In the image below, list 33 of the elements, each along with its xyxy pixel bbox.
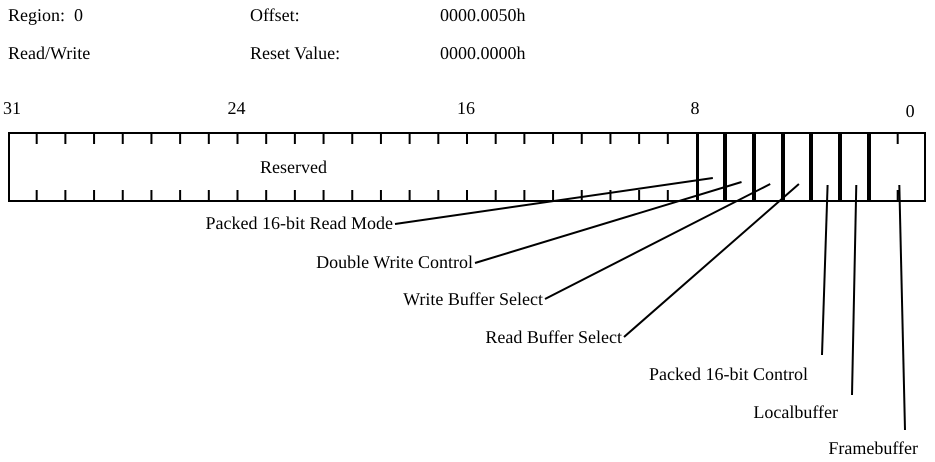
register-info: 0000.0000h	[440, 42, 526, 64]
field-label: Localbuffer	[753, 401, 838, 423]
bit-field	[840, 132, 869, 202]
leader-line	[394, 177, 713, 225]
field-label: Double Write Control	[316, 251, 473, 273]
field-label: Read Buffer Select	[485, 326, 622, 348]
bit-number: 31	[3, 97, 21, 119]
leader-line	[851, 184, 858, 396]
field-label: Packed 16-bit Read Mode	[206, 212, 393, 234]
bit-field	[725, 132, 754, 202]
field-label: Framebuffer	[828, 437, 918, 459]
register-info: Read/Write	[8, 42, 90, 64]
leader-line	[623, 183, 800, 338]
leader-line	[898, 184, 906, 430]
leader-line	[544, 183, 771, 300]
register-info: Offset:	[250, 4, 300, 26]
register-info: Reset Value:	[250, 42, 340, 64]
register-info: Region: 0	[8, 4, 83, 26]
field-label: Packed 16-bit Control	[649, 363, 808, 385]
bit-field	[696, 132, 726, 202]
bit-number: 0	[906, 100, 915, 122]
bit-field	[782, 132, 812, 202]
bit-field	[754, 132, 783, 202]
bit-number: 8	[690, 97, 700, 119]
leader-line	[474, 181, 742, 264]
bit-field	[868, 132, 926, 202]
field-name: Reserved	[260, 156, 327, 178]
field-label: Write Buffer Select	[403, 288, 543, 310]
leader-line	[821, 184, 829, 356]
bit-number: 24	[228, 97, 246, 119]
bit-field	[811, 132, 840, 202]
register-info: 0000.0050h	[440, 4, 526, 26]
bit-number: 16	[457, 97, 475, 119]
